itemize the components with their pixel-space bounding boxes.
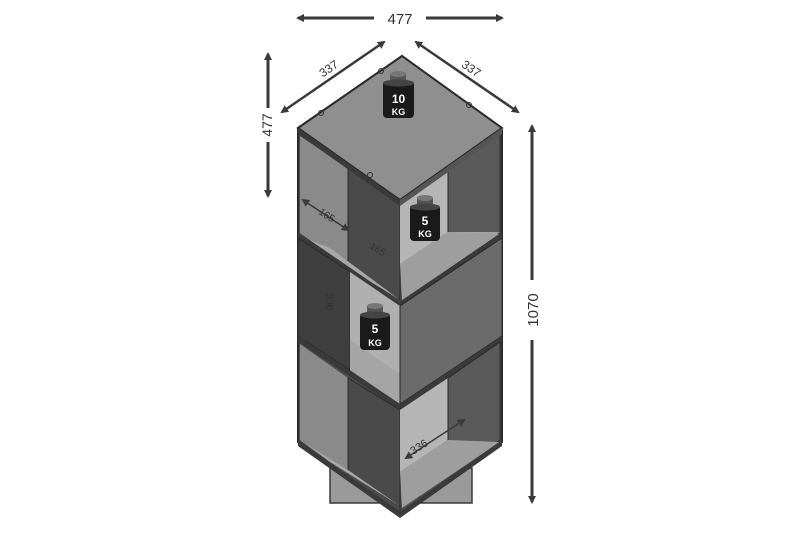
width-dimension: 477 [296, 11, 504, 28]
total-height-label: 1070 [525, 293, 542, 326]
width-label: 477 [387, 11, 412, 28]
weight-middle-left-unit: KG [368, 338, 382, 348]
weight-top: 10 KG [383, 71, 414, 118]
weight-middle-left-value: 5 [372, 322, 379, 336]
weight-middle-left: 5 KG [360, 303, 390, 350]
depth-left-label: 337 [317, 57, 342, 80]
weight-top-value: 10 [392, 92, 406, 106]
weight-top-unit: KG [392, 107, 406, 117]
top-height-label: 477 [259, 113, 275, 137]
weight-middle-right: 5 KG [410, 195, 440, 241]
depth-right-label: 337 [459, 57, 484, 80]
shelf-unit: 165 165 336 336 [296, 54, 504, 518]
total-height-dimension: 1070 [525, 124, 542, 504]
weight-middle-right-value: 5 [422, 214, 429, 228]
top-height-dimension: 477 [259, 52, 275, 198]
tier2-side-label: 336 [323, 294, 334, 311]
weight-middle-right-unit: KG [418, 229, 432, 239]
